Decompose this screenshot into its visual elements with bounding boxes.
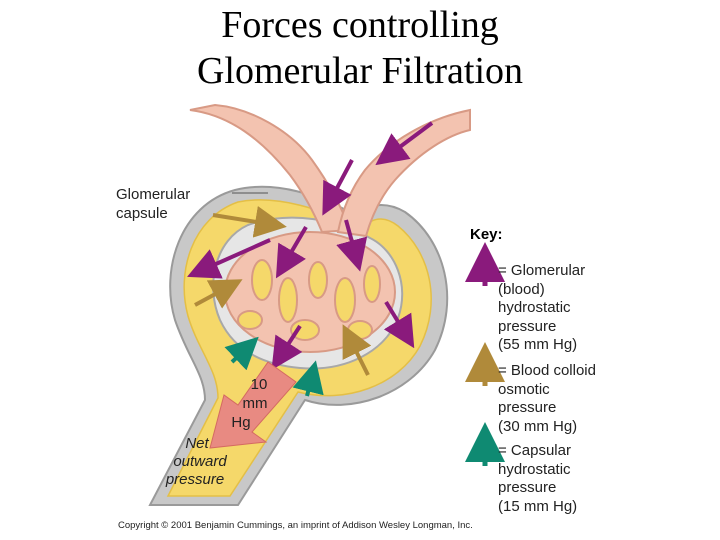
title-line-1: Forces controlling [221, 4, 499, 46]
purple-arrow [187, 238, 271, 279]
key-title: Key: [470, 226, 503, 243]
tan-arrow [194, 279, 243, 309]
colloid-pressure-arrows [194, 206, 372, 376]
slide-title: Forces controlling Glomerular Filtration [0, 2, 720, 94]
copyright-line: Copyright © 2001 Benjamin Cummings, an i… [118, 520, 473, 531]
purple-arrow [383, 300, 415, 349]
key-item-label: = Capsular hydrostatic pressure (15 mm H… [498, 442, 578, 515]
purple-arrow [322, 159, 354, 216]
purple-arrow [271, 324, 303, 371]
key-item-capsular: = Capsular hydrostatic pressure (15 mm H… [498, 442, 577, 516]
tan-arrow [342, 324, 372, 376]
key-item-label: = Glomerular (blood) hydrostatic pressur… [498, 262, 586, 353]
key-item-colloid: = Blood colloid osmotic pressure (30 mm … [498, 362, 596, 436]
key-item-label: = Blood colloid osmotic pressure (30 mm … [498, 362, 596, 435]
afferent-arteriole [189, 103, 352, 234]
purple-arrow [275, 225, 308, 279]
teal-arrow [224, 336, 259, 371]
tan-arrow [212, 206, 287, 238]
purple-arrow [336, 219, 368, 272]
glomerular-pressure-arrows [187, 121, 434, 371]
purple-arrow [375, 121, 434, 166]
capsular-pressure-arrows [224, 336, 324, 397]
title-line-2: Glomerular Filtration [196, 50, 524, 92]
net-outward-pressure-arrow [209, 361, 297, 449]
key-item-glomerular: = Glomerular (blood) hydrostatic pressur… [498, 262, 585, 355]
teal-arrow [292, 360, 324, 397]
